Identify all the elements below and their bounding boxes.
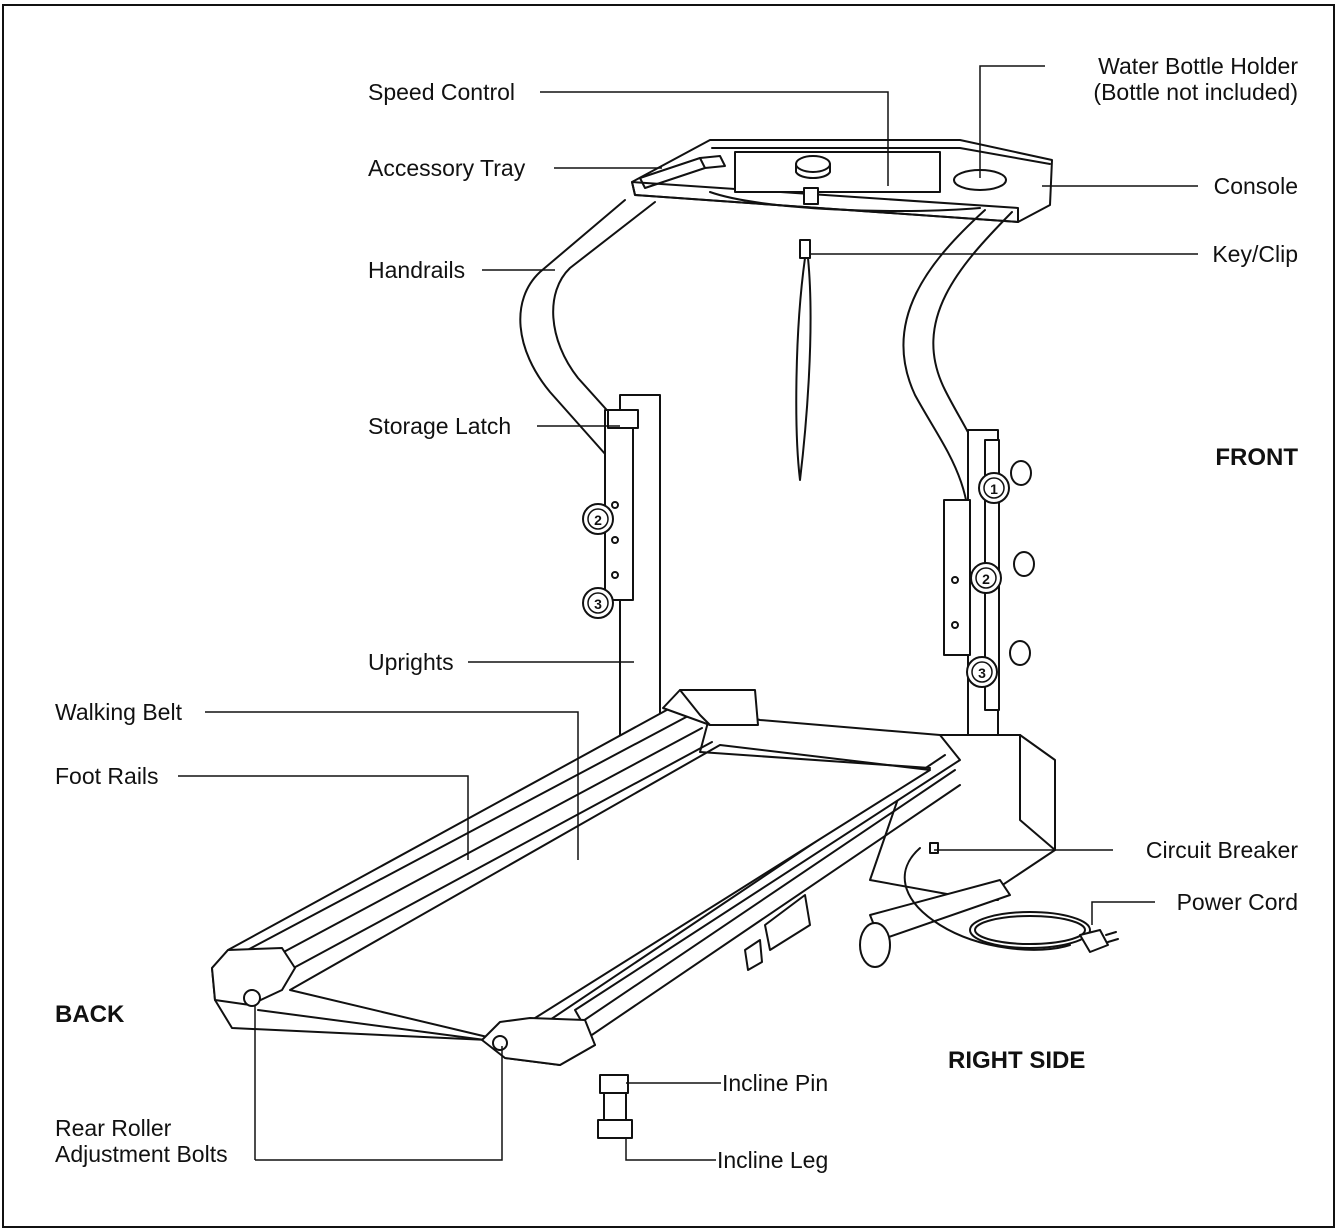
knob-right-3-number: 3 [978,665,986,681]
incline-leg-shape [597,1074,633,1139]
label-rear-roller-line2: Adjustment Bolts [55,1141,228,1167]
label-water-bottle-line1: Water Bottle Holder [1098,53,1298,79]
knob-right-2: 2 [970,562,1002,594]
label-rear-roller-adjustment-bolts: Rear Roller Adjustment Bolts [55,1115,228,1167]
key-clip-lanyard [795,239,812,481]
label-walking-belt: Walking Belt [55,699,182,725]
right-knob-stems [1009,460,1035,666]
label-water-bottle-line2: (Bottle not included) [1093,79,1298,105]
label-speed-control: Speed Control [368,79,516,105]
knob-right-1-number: 1 [990,481,998,497]
label-console: Console [1213,173,1298,199]
label-storage-latch: Storage Latch [368,413,512,439]
label-key-clip: Key/Clip [1212,241,1298,267]
power-cord-shape [903,847,1119,953]
label-right-side: RIGHT SIDE [948,1047,1086,1074]
treadmill-deck-shape [211,689,961,1066]
label-handrails: Handrails [368,257,466,283]
label-back: BACK [55,1001,125,1028]
knob-left-2: 2 [582,503,614,535]
front-base-shape [859,879,1011,968]
numbered-knobs: 2 3 1 2 3 [582,472,1010,688]
label-incline-leg: Incline Leg [717,1147,829,1173]
label-front: FRONT [1215,444,1298,471]
leader-power-cord [1091,901,1155,925]
label-accessory-tray: Accessory Tray [368,155,526,181]
knob-left-3: 3 [582,587,614,619]
label-power-cord: Power Cord [1176,889,1298,915]
knob-right-3: 3 [966,656,998,688]
label-uprights: Uprights [368,649,454,675]
label-rear-roller-line1: Rear Roller [55,1115,172,1141]
leader-incline-leg [625,1138,716,1161]
circuit-breaker-shape [929,842,939,854]
label-foot-rails: Foot Rails [55,763,159,789]
label-incline-pin: Incline Pin [722,1070,829,1096]
knob-right-1: 1 [978,472,1010,504]
leader-water-bottle [979,65,1045,178]
left-upright-shape [604,394,661,741]
leader-foot-rails [178,775,469,860]
knob-left-2-number: 2 [594,512,602,528]
leader-rear-roller-bolts [255,1046,503,1161]
label-water-bottle-holder: Water Bottle Holder (Bottle not included… [1093,53,1298,105]
leader-speed-control [540,91,889,186]
leader-walking-belt [205,711,579,860]
knob-left-3-number: 3 [594,596,602,612]
knob-right-2-number: 2 [982,571,990,587]
console-shape [631,139,1053,223]
diagram-frame [2,4,1335,1228]
label-circuit-breaker: Circuit Breaker [1145,837,1298,863]
